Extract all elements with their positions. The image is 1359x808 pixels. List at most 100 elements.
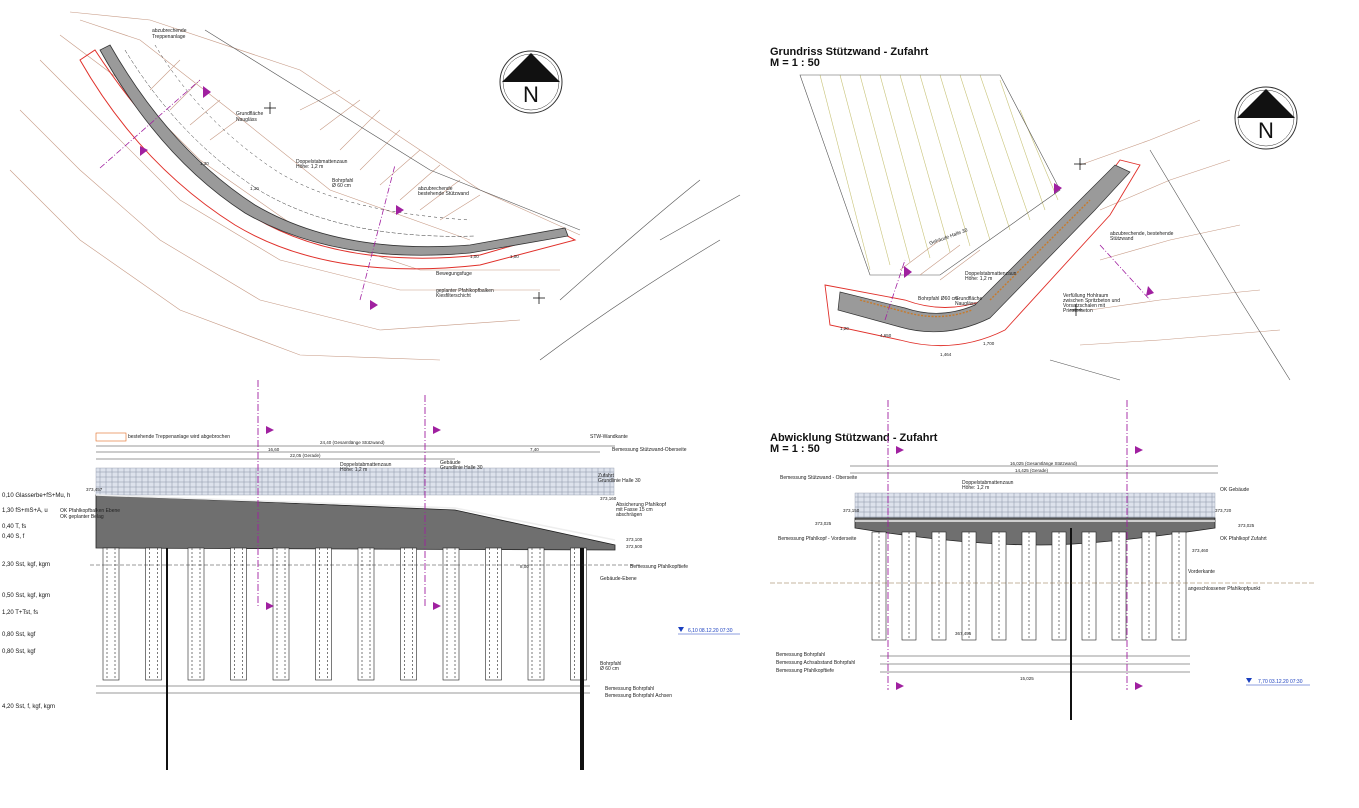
svg-text:22,05 (Gerade): 22,05 (Gerade) <box>290 453 321 458</box>
svg-text:zwischen Spritzbeton und: zwischen Spritzbeton und <box>1063 298 1120 304</box>
svg-text:373,457: 373,457 <box>86 487 103 492</box>
svg-text:14,425 (Gerade): 14,425 (Gerade) <box>1015 468 1049 473</box>
svg-text:Bemessung Pfahlkopf - Vorderse: Bemessung Pfahlkopf - Vorderseite <box>778 536 857 542</box>
svg-text:Bemessung Bohrpfahl: Bemessung Bohrpfahl <box>776 652 825 658</box>
svg-text:1,464: 1,464 <box>940 352 952 357</box>
svg-text:373,160: 373,160 <box>600 496 617 501</box>
plan-right: Grundriss Stützwand - Zufahrt M = 1 : 50… <box>770 46 1298 381</box>
legend-item: 0,40 T, fs <box>2 524 26 530</box>
svg-text:geplanter Pfahlkopfbalken: geplanter Pfahlkopfbalken <box>436 288 494 294</box>
svg-text:Doppelstabmattenzaun: Doppelstabmattenzaun <box>965 271 1017 277</box>
elevation-left-top-note: bestehende Treppenanlage wird abgebroche… <box>128 434 230 440</box>
svg-text:Doppelstabmattenzaun: Doppelstabmattenzaun <box>296 159 348 165</box>
svg-text:Gebäude-Ebene: Gebäude-Ebene <box>600 576 637 582</box>
svg-text:8,00: 8,00 <box>520 564 529 569</box>
svg-text:7,70 03.12.20 07:30: 7,70 03.12.20 07:30 <box>1258 679 1303 685</box>
svg-text:Grundlinie Halle 30: Grundlinie Halle 30 <box>440 465 483 471</box>
pile <box>400 547 417 681</box>
svg-text:1,20: 1,20 <box>840 326 849 331</box>
svg-text:6,10 08.12.20 07:30: 6,10 08.12.20 07:30 <box>688 628 733 634</box>
pile <box>315 547 332 681</box>
pile <box>102 547 120 681</box>
north-label-left: N <box>523 82 539 107</box>
svg-text:Zufahrt: Zufahrt <box>598 473 614 479</box>
svg-text:Verfüllung Hohlraum: Verfüllung Hohlraum <box>1063 293 1108 299</box>
svg-text:OK Pfahlkopf Zufahrt: OK Pfahlkopf Zufahrt <box>1220 536 1267 542</box>
svg-text:Naugläss: Naugläss <box>236 117 257 123</box>
elevation-right-scale: M = 1 : 50 <box>770 443 820 455</box>
elevation-left-stamp: 6,10 08.12.20 07:30 <box>678 627 740 635</box>
svg-text:Bemessung Bohrpfahl: Bemessung Bohrpfahl <box>605 686 654 692</box>
svg-text:373,460: 373,460 <box>1192 548 1209 553</box>
svg-text:16,60: 16,60 <box>268 447 280 452</box>
svg-text:Priesterbeton: Priesterbeton <box>1063 308 1093 314</box>
svg-text:OK Pfahlkopfbalken Ebene: OK Pfahlkopfbalken Ebene <box>60 508 120 514</box>
plan-right-scale: M = 1 : 50 <box>770 57 820 69</box>
legend-item: 0,50 Sst, kgf, kgm <box>2 593 50 599</box>
pile <box>230 547 247 681</box>
svg-text:Bohrpfahl: Bohrpfahl <box>600 661 621 667</box>
legend-item: 2,30 Sst, kgf, kgm <box>2 562 50 568</box>
elevation-right-stamp: 7,70 03.12.20 07:30 <box>1246 678 1310 686</box>
svg-text:15,025: 15,025 <box>1020 676 1034 681</box>
svg-text:OK geplanter Belag: OK geplanter Belag <box>60 514 104 520</box>
svg-text:OK Gebäude: OK Gebäude <box>1220 487 1249 493</box>
legend-item: 0,40 S, f <box>2 534 25 540</box>
elevation-right-title: Abwicklung Stützwand - Zufahrt <box>770 432 938 444</box>
svg-text:Grundfläche: Grundfläche <box>236 111 263 117</box>
svg-text:1,30: 1,30 <box>200 161 209 166</box>
svg-text:Doppelstabmattenzaun: Doppelstabmattenzaun <box>962 480 1014 486</box>
pile <box>272 547 290 681</box>
svg-text:Ø 60 cm: Ø 60 cm <box>600 666 619 672</box>
legend-item: 0,80 Sst, kgf <box>2 632 36 638</box>
svg-text:373,025: 373,025 <box>815 521 832 526</box>
svg-text:Bohrpfahl: Bohrpfahl <box>332 178 353 184</box>
svg-text:373,150: 373,150 <box>843 508 860 513</box>
svg-text:373,100: 373,100 <box>626 537 643 542</box>
plan-right-title: Grundriss Stützwand - Zufahrt <box>770 46 929 58</box>
svg-text:1,700: 1,700 <box>983 341 995 346</box>
svg-text:Absicherung Pfahlkopf: Absicherung Pfahlkopf <box>616 502 667 508</box>
svg-text:1,00: 1,00 <box>510 254 519 259</box>
svg-text:angeschlossener Pfahlkopfpunkt: angeschlossener Pfahlkopfpunkt <box>1188 586 1261 592</box>
svg-text:1,30: 1,30 <box>250 186 259 191</box>
svg-text:Höhe: 1,2 m: Höhe: 1,2 m <box>340 467 367 473</box>
pile <box>485 547 502 681</box>
legend-item: 4,20 Sst, f, kgf, kgm <box>2 704 55 710</box>
svg-text:373,025: 373,025 <box>1238 523 1255 528</box>
svg-text:373,720: 373,720 <box>1215 508 1232 513</box>
legend-item: 0,80 Sst, kgf <box>2 649 36 655</box>
svg-text:abzubrechende: abzubrechende <box>152 28 187 34</box>
svg-text:Vorderkante: Vorderkante <box>1188 569 1215 575</box>
svg-text:24,40 (Gesamtlänge Stützwand): 24,40 (Gesamtlänge Stützwand) <box>320 440 385 445</box>
north-arrow-left-icon: N <box>499 50 563 114</box>
svg-text:Bemessung Pfahlkopftiefe: Bemessung Pfahlkopftiefe <box>630 564 688 570</box>
pile <box>357 547 375 681</box>
pile <box>187 547 205 681</box>
elevation-left: bestehende Treppenanlage wird abgebroche… <box>2 380 740 770</box>
svg-text:Höhe: 1,2 m: Höhe: 1,2 m <box>965 276 992 282</box>
svg-text:16,025 (Gesamtlänge Stützwand): 16,025 (Gesamtlänge Stützwand) <box>1010 461 1078 466</box>
svg-text:Grundfläche: Grundfläche <box>955 296 982 302</box>
svg-text:Treppenanlage: Treppenanlage <box>152 34 186 40</box>
svg-text:abzubrechende: abzubrechende <box>418 186 453 192</box>
svg-text:Ø 60 cm: Ø 60 cm <box>332 183 351 189</box>
svg-text:Grundlinie Halle 30: Grundlinie Halle 30 <box>598 478 641 484</box>
elevation-right: Abwicklung Stützwand - Zufahrt M = 1 : 5… <box>770 400 1315 720</box>
svg-text:abzubrechende, bestehende: abzubrechende, bestehende <box>1110 231 1174 237</box>
pile <box>145 547 162 681</box>
svg-text:Höhe: 1,2 m: Höhe: 1,2 m <box>296 164 323 170</box>
svg-text:Bemessung Bohrpfahl Achsen: Bemessung Bohrpfahl Achsen <box>605 693 672 699</box>
svg-text:bestehende Stützwand: bestehende Stützwand <box>418 191 469 197</box>
svg-text:Bohrpfahl Ø60 cm: Bohrpfahl Ø60 cm <box>918 296 958 302</box>
svg-text:367,455: 367,455 <box>955 631 972 636</box>
north-label-right: N <box>1258 118 1274 143</box>
svg-text:1,00: 1,00 <box>470 254 479 259</box>
svg-text:Höhe: 1,2 m: Höhe: 1,2 m <box>962 485 989 491</box>
svg-text:Bemessung Pfahlkopftiefe: Bemessung Pfahlkopftiefe <box>776 668 834 674</box>
legend-item: 0,10 Glasserbe+fS+Mu, h <box>2 493 70 499</box>
plan-left: abzubrechende Treppenanlage Grundfläche … <box>9 11 741 361</box>
svg-text:Kiesfilterschicht: Kiesfilterschicht <box>436 293 471 299</box>
svg-text:abschrägen: abschrägen <box>616 512 642 518</box>
